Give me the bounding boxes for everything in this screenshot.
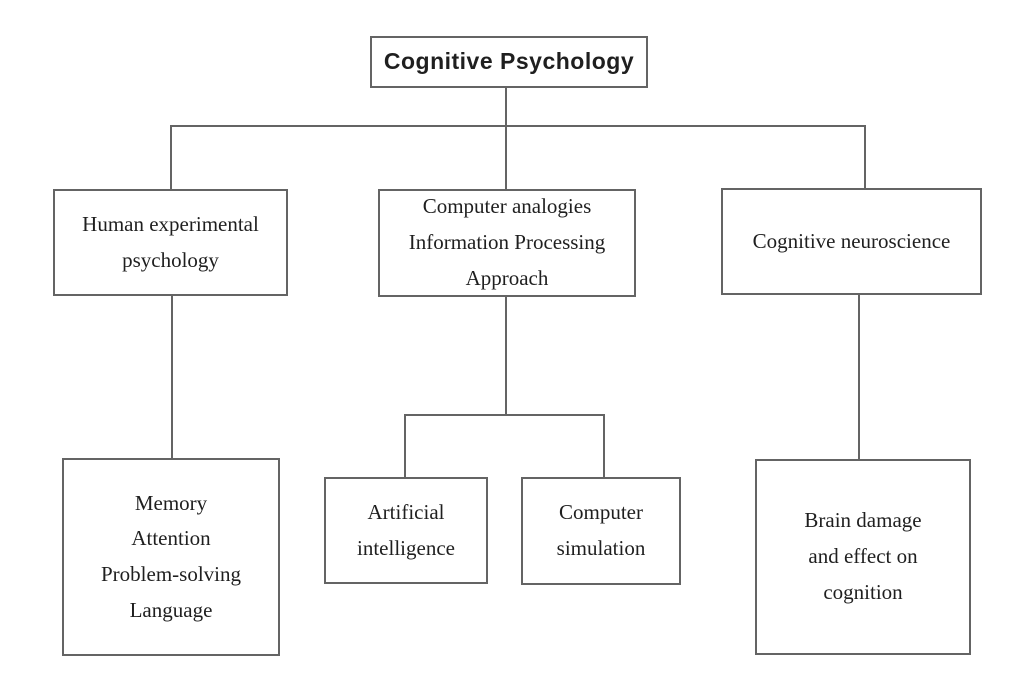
node-computer-simulation: Computer simulation <box>521 477 681 585</box>
connector-top-rail <box>170 125 866 127</box>
connector-middle-rail <box>404 414 605 416</box>
node-computer-analogies-information-processing: Computer analogies Information Processin… <box>378 189 636 297</box>
connector-rail-to-ai <box>404 414 406 477</box>
node-memory-attention-problem-solving-language: Memory Attention Problem-solving Languag… <box>62 458 280 656</box>
connector-rail-to-human <box>170 125 172 189</box>
node-human-experimental-psychology: Human experimental psychology <box>53 189 288 296</box>
node-cognitive-neuroscience: Cognitive neuroscience <box>721 188 982 295</box>
connector-computer-down <box>505 297 507 414</box>
connector-rail-to-simulation <box>603 414 605 477</box>
connector-rail-to-neuroscience <box>864 125 866 188</box>
connector-root-down <box>505 88 507 189</box>
connector-neuro-to-brain <box>858 295 860 459</box>
connector-human-to-memory <box>171 296 173 458</box>
node-cognitive-psychology: Cognitive Psychology <box>370 36 648 88</box>
node-artificial-intelligence: Artificial intelligence <box>324 477 488 584</box>
node-brain-damage-effect-on-cognition: Brain damage and effect on cognition <box>755 459 971 655</box>
